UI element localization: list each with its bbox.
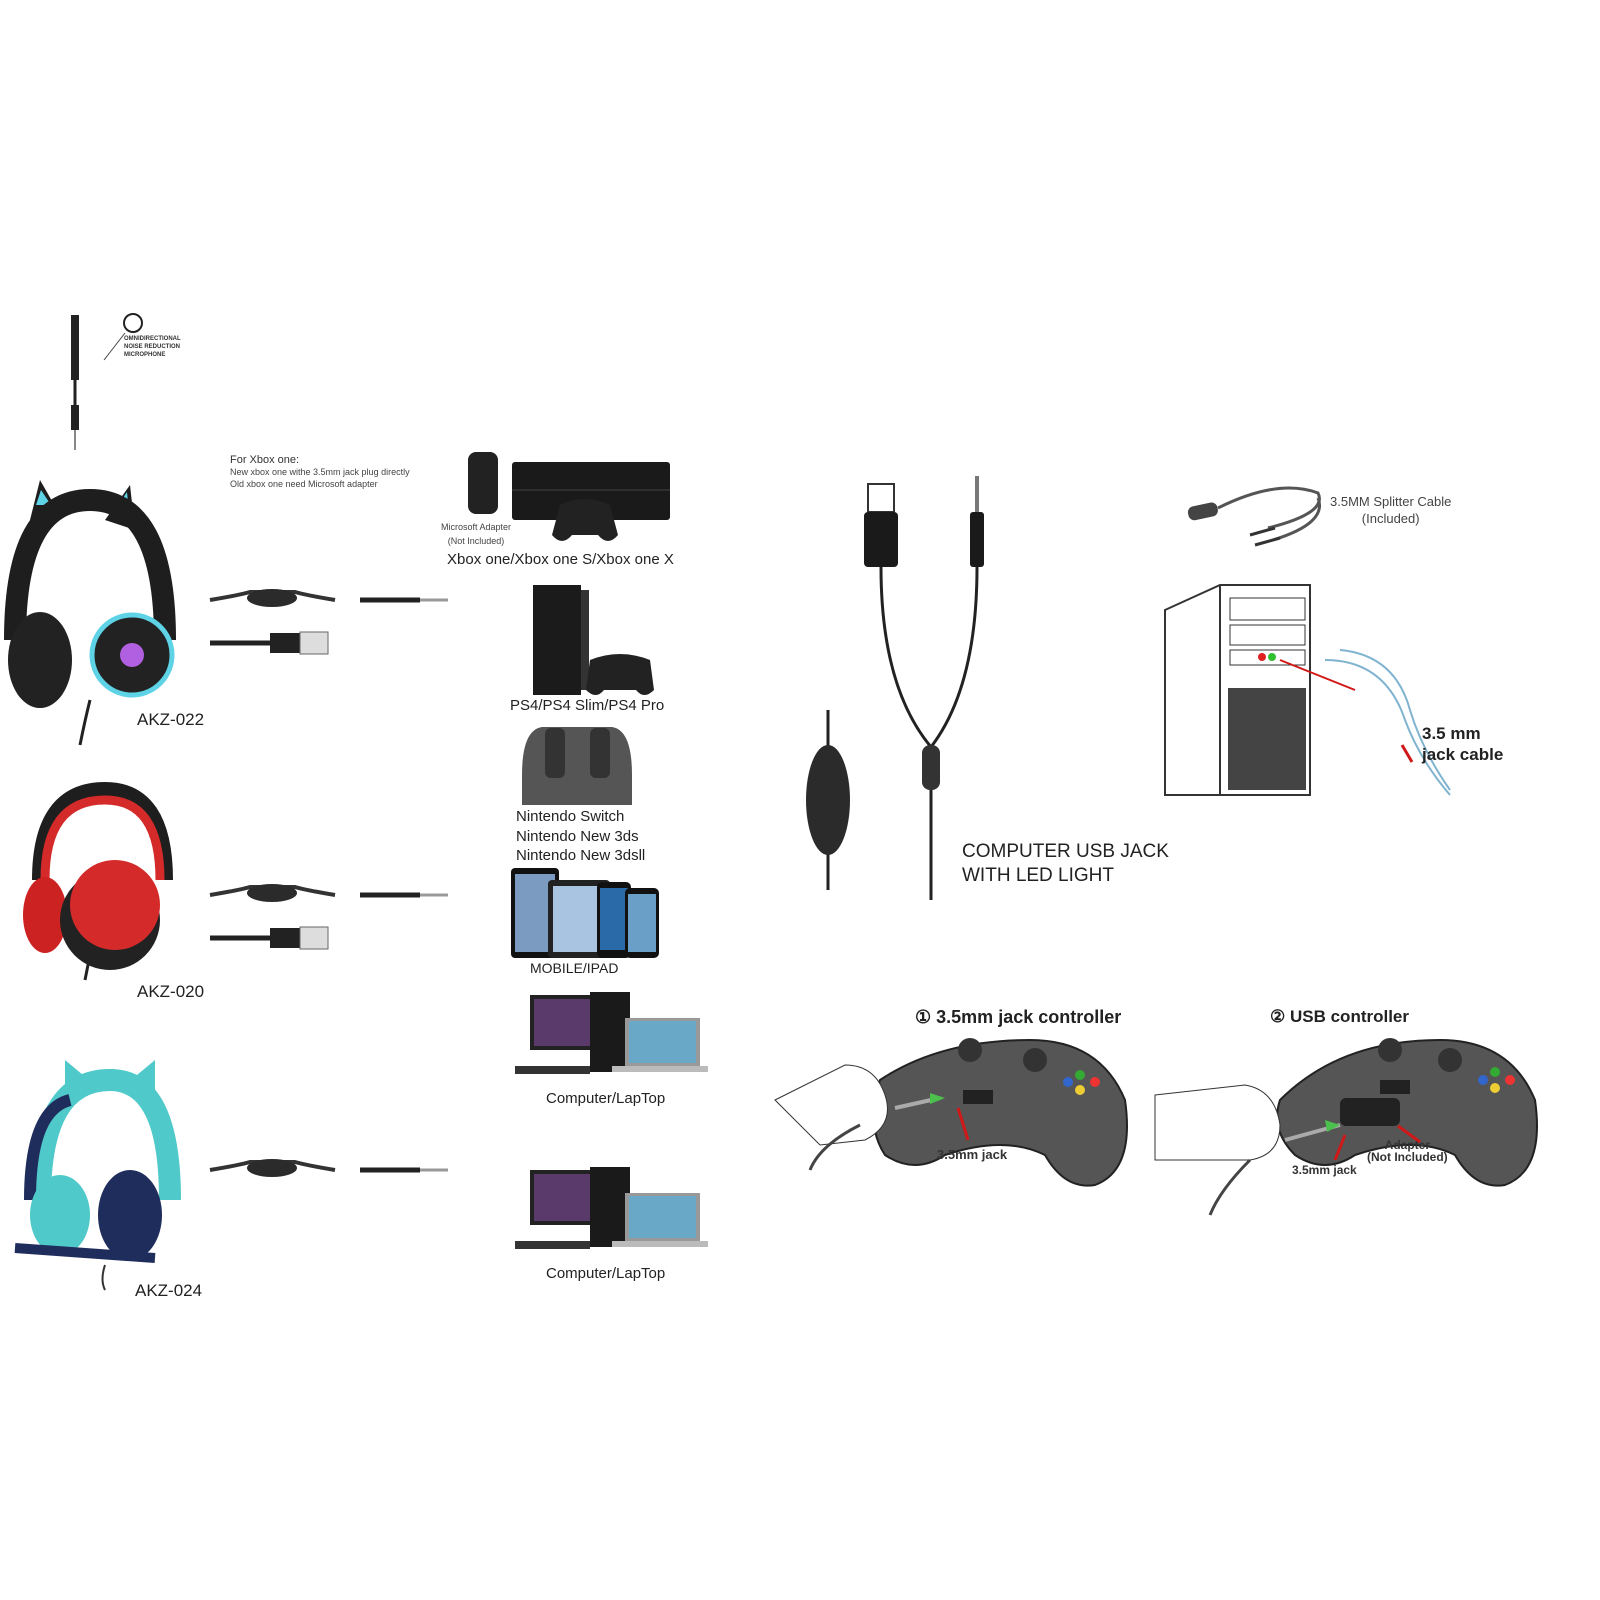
model-label: AKZ-020 <box>137 982 205 1001</box>
usb-cable-caption: COMPUTER USB JACK WITH LED LIGHT <box>962 840 1169 888</box>
xbox-note-line: New xbox one withe 3.5mm jack plug direc… <box>230 467 410 477</box>
controller-2-title: ② USB controller <box>1270 1007 1409 1027</box>
controller-1-title: ① 3.5mm jack controller <box>915 1007 1121 1028</box>
splitter-label-text: 3.5MM Splitter Cable <box>1330 494 1452 509</box>
jack-label: 3.5mm jack <box>1292 1163 1357 1177</box>
mic-label-line: NOISE REDUCTION <box>124 344 181 350</box>
switch-label-line: Nintendo Switch <box>516 808 625 825</box>
device-label-xbox: Xbox one/Xbox one S/Xbox one X <box>447 551 674 568</box>
adapter-label: Microsoft Adapter (Not Included) <box>441 520 511 548</box>
model-label: AKZ-022 <box>137 710 205 729</box>
adapter-note-label: Adapter (Not Included) <box>1367 1139 1448 1163</box>
step-title: USB controller <box>1289 1007 1410 1026</box>
xbox-note: For Xbox one: New xbox one withe 3.5mm j… <box>230 454 410 490</box>
step-number: ② <box>1270 1007 1286 1026</box>
model-label: AKZ-024 <box>135 1281 203 1300</box>
adapter-note: (Not Included) <box>447 536 505 546</box>
mic-label-line: OMNIDIRECTIONAL <box>124 336 181 342</box>
adapter-line: Adapter <box>1384 1138 1430 1152</box>
device-label-switch: Nintendo Switch Nintendo New 3ds Nintend… <box>516 807 645 866</box>
caption-line: COMPUTER USB JACK <box>962 841 1169 862</box>
device-label-computer: Computer/LapTop <box>546 1265 666 1282</box>
device-label-mobile: MOBILE/IPAD <box>530 960 619 976</box>
microphone-label: OMNIDIRECTIONAL NOISE REDUCTION MICROPHO… <box>124 335 181 359</box>
xbox-note-line: Old xbox one need Microsoft adapter <box>230 479 378 489</box>
device-label-computer: Computer/LapTop <box>546 1090 666 1107</box>
step-number: ① <box>915 1007 932 1027</box>
jack-cable-line: 3.5 mm <box>1422 724 1481 743</box>
adapter-line: (Not Included) <box>1367 1150 1448 1164</box>
mic-label-line: MICROPHONE <box>124 352 166 358</box>
switch-label-line: Nintendo New 3ds <box>516 827 639 845</box>
switch-label-line: Nintendo New 3dsll <box>516 847 646 864</box>
jack-label: 3.5mm jack <box>937 1147 1008 1162</box>
adapter-label-text: Microsoft Adapter <box>441 522 512 532</box>
jack-cable-line: jack cable <box>1422 745 1504 764</box>
caption-line: WITH LED LIGHT <box>962 865 1115 886</box>
device-label-ps4: PS4/PS4 Slim/PS4 Pro <box>510 697 665 714</box>
splitter-label: 3.5MM Splitter Cable (Included) <box>1330 493 1451 527</box>
xbox-note-title: For Xbox one: <box>230 454 300 466</box>
splitter-note: (Included) <box>1361 511 1420 526</box>
jack-cable-label: 3.5 mm jack cable <box>1422 723 1503 765</box>
step-title: 3.5mm jack controller <box>936 1007 1122 1027</box>
